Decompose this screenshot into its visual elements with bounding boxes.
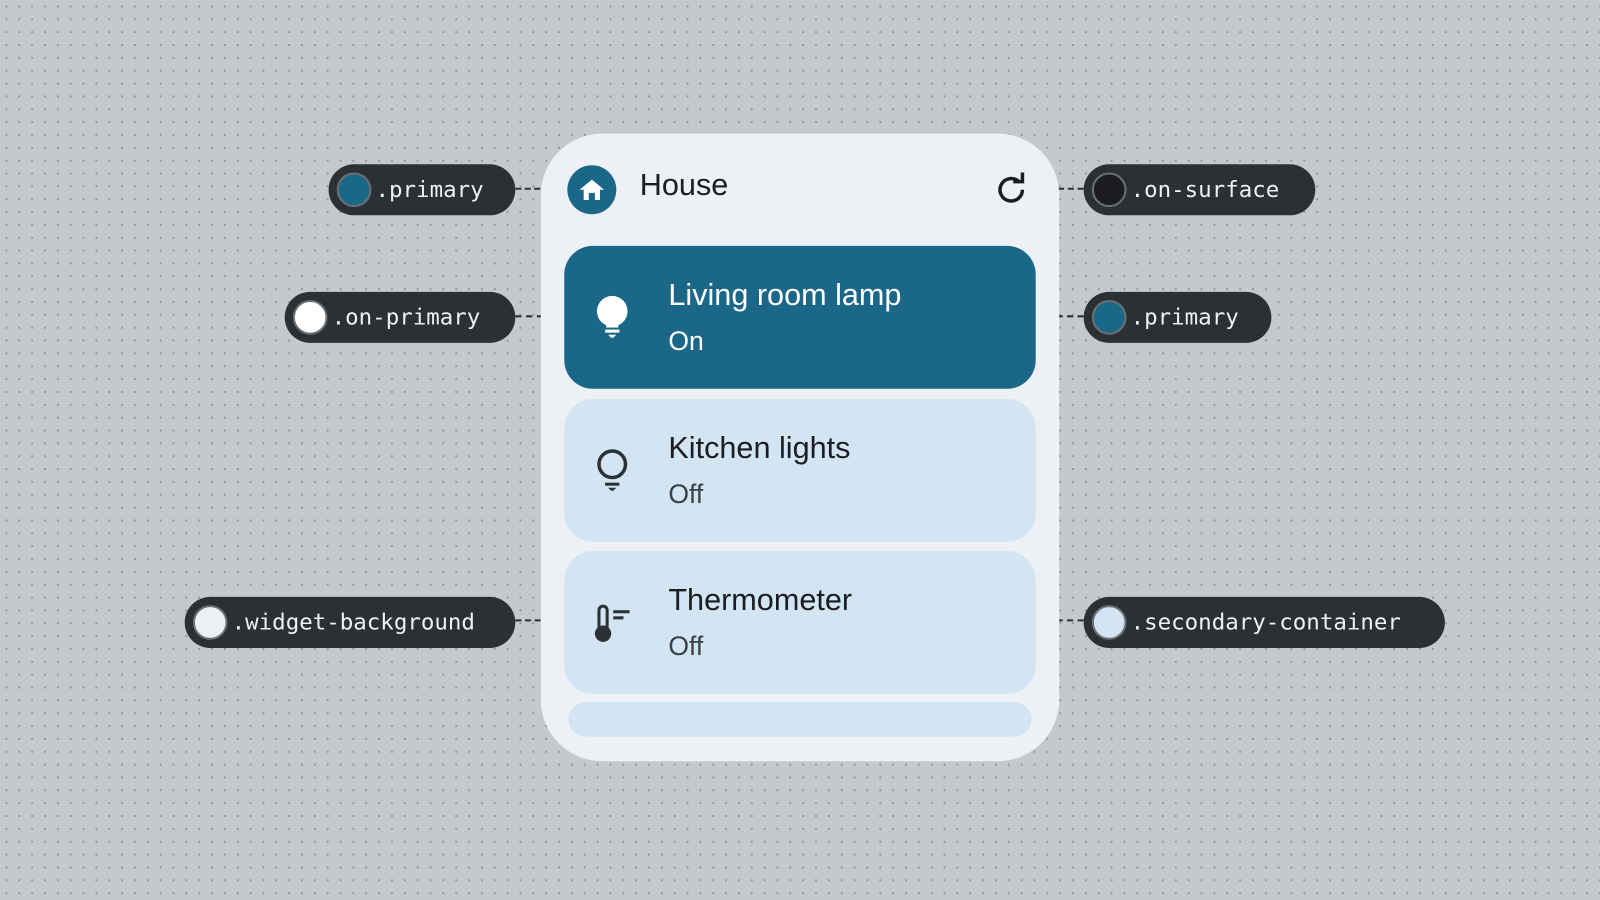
thermometer-icon [594,604,630,642]
annotation-label: .primary [1130,304,1239,331]
color-swatch [192,605,228,640]
annotation-label: .on-surface [1130,177,1280,203]
annotation-label: .on-primary [331,304,481,331]
widget-title: House [639,168,729,203]
lightbulb-outline-icon [597,449,628,491]
item-name: Kitchen lights [668,431,851,466]
connector-line [515,619,541,622]
list-item-living-room-lamp[interactable]: Living room lamp On [564,245,1036,389]
item-status: Off [668,630,704,662]
annotation-primary-right: .primary [1083,291,1272,343]
item-name: Thermometer [668,583,853,618]
list-item-partial[interactable] [568,702,1032,737]
connector-line [1035,619,1084,622]
color-swatch [292,299,328,335]
lightbulb-filled-icon [596,295,628,338]
item-name: Living room lamp [668,278,902,313]
item-status: On [668,325,704,357]
annotation-label: .secondary-container [1130,609,1401,636]
annotation-label: .primary [375,177,484,203]
item-status: Off [668,478,704,510]
home-icon [567,165,617,215]
connector-line [1035,315,1084,318]
annotation-on-surface: .on-surface [1083,164,1316,216]
color-swatch [1091,172,1127,208]
annotation-widget-background: .widget-background [184,596,516,648]
color-swatch [1091,299,1127,335]
annotation-primary-left: .primary [328,164,516,216]
color-swatch [336,172,372,208]
list-item-thermometer[interactable]: Thermometer Off [564,551,1036,694]
annotation-secondary-container: .secondary-container [1083,596,1445,648]
color-swatch [1091,605,1127,640]
widget-card: House Living room lamp On Kitchen lights… [540,133,1060,762]
annotation-on-primary: .on-primary [284,291,516,343]
list-item-kitchen-lights[interactable]: Kitchen lights Off [564,398,1036,542]
refresh-icon[interactable] [993,171,1030,208]
annotation-label: .widget-background [231,609,475,636]
